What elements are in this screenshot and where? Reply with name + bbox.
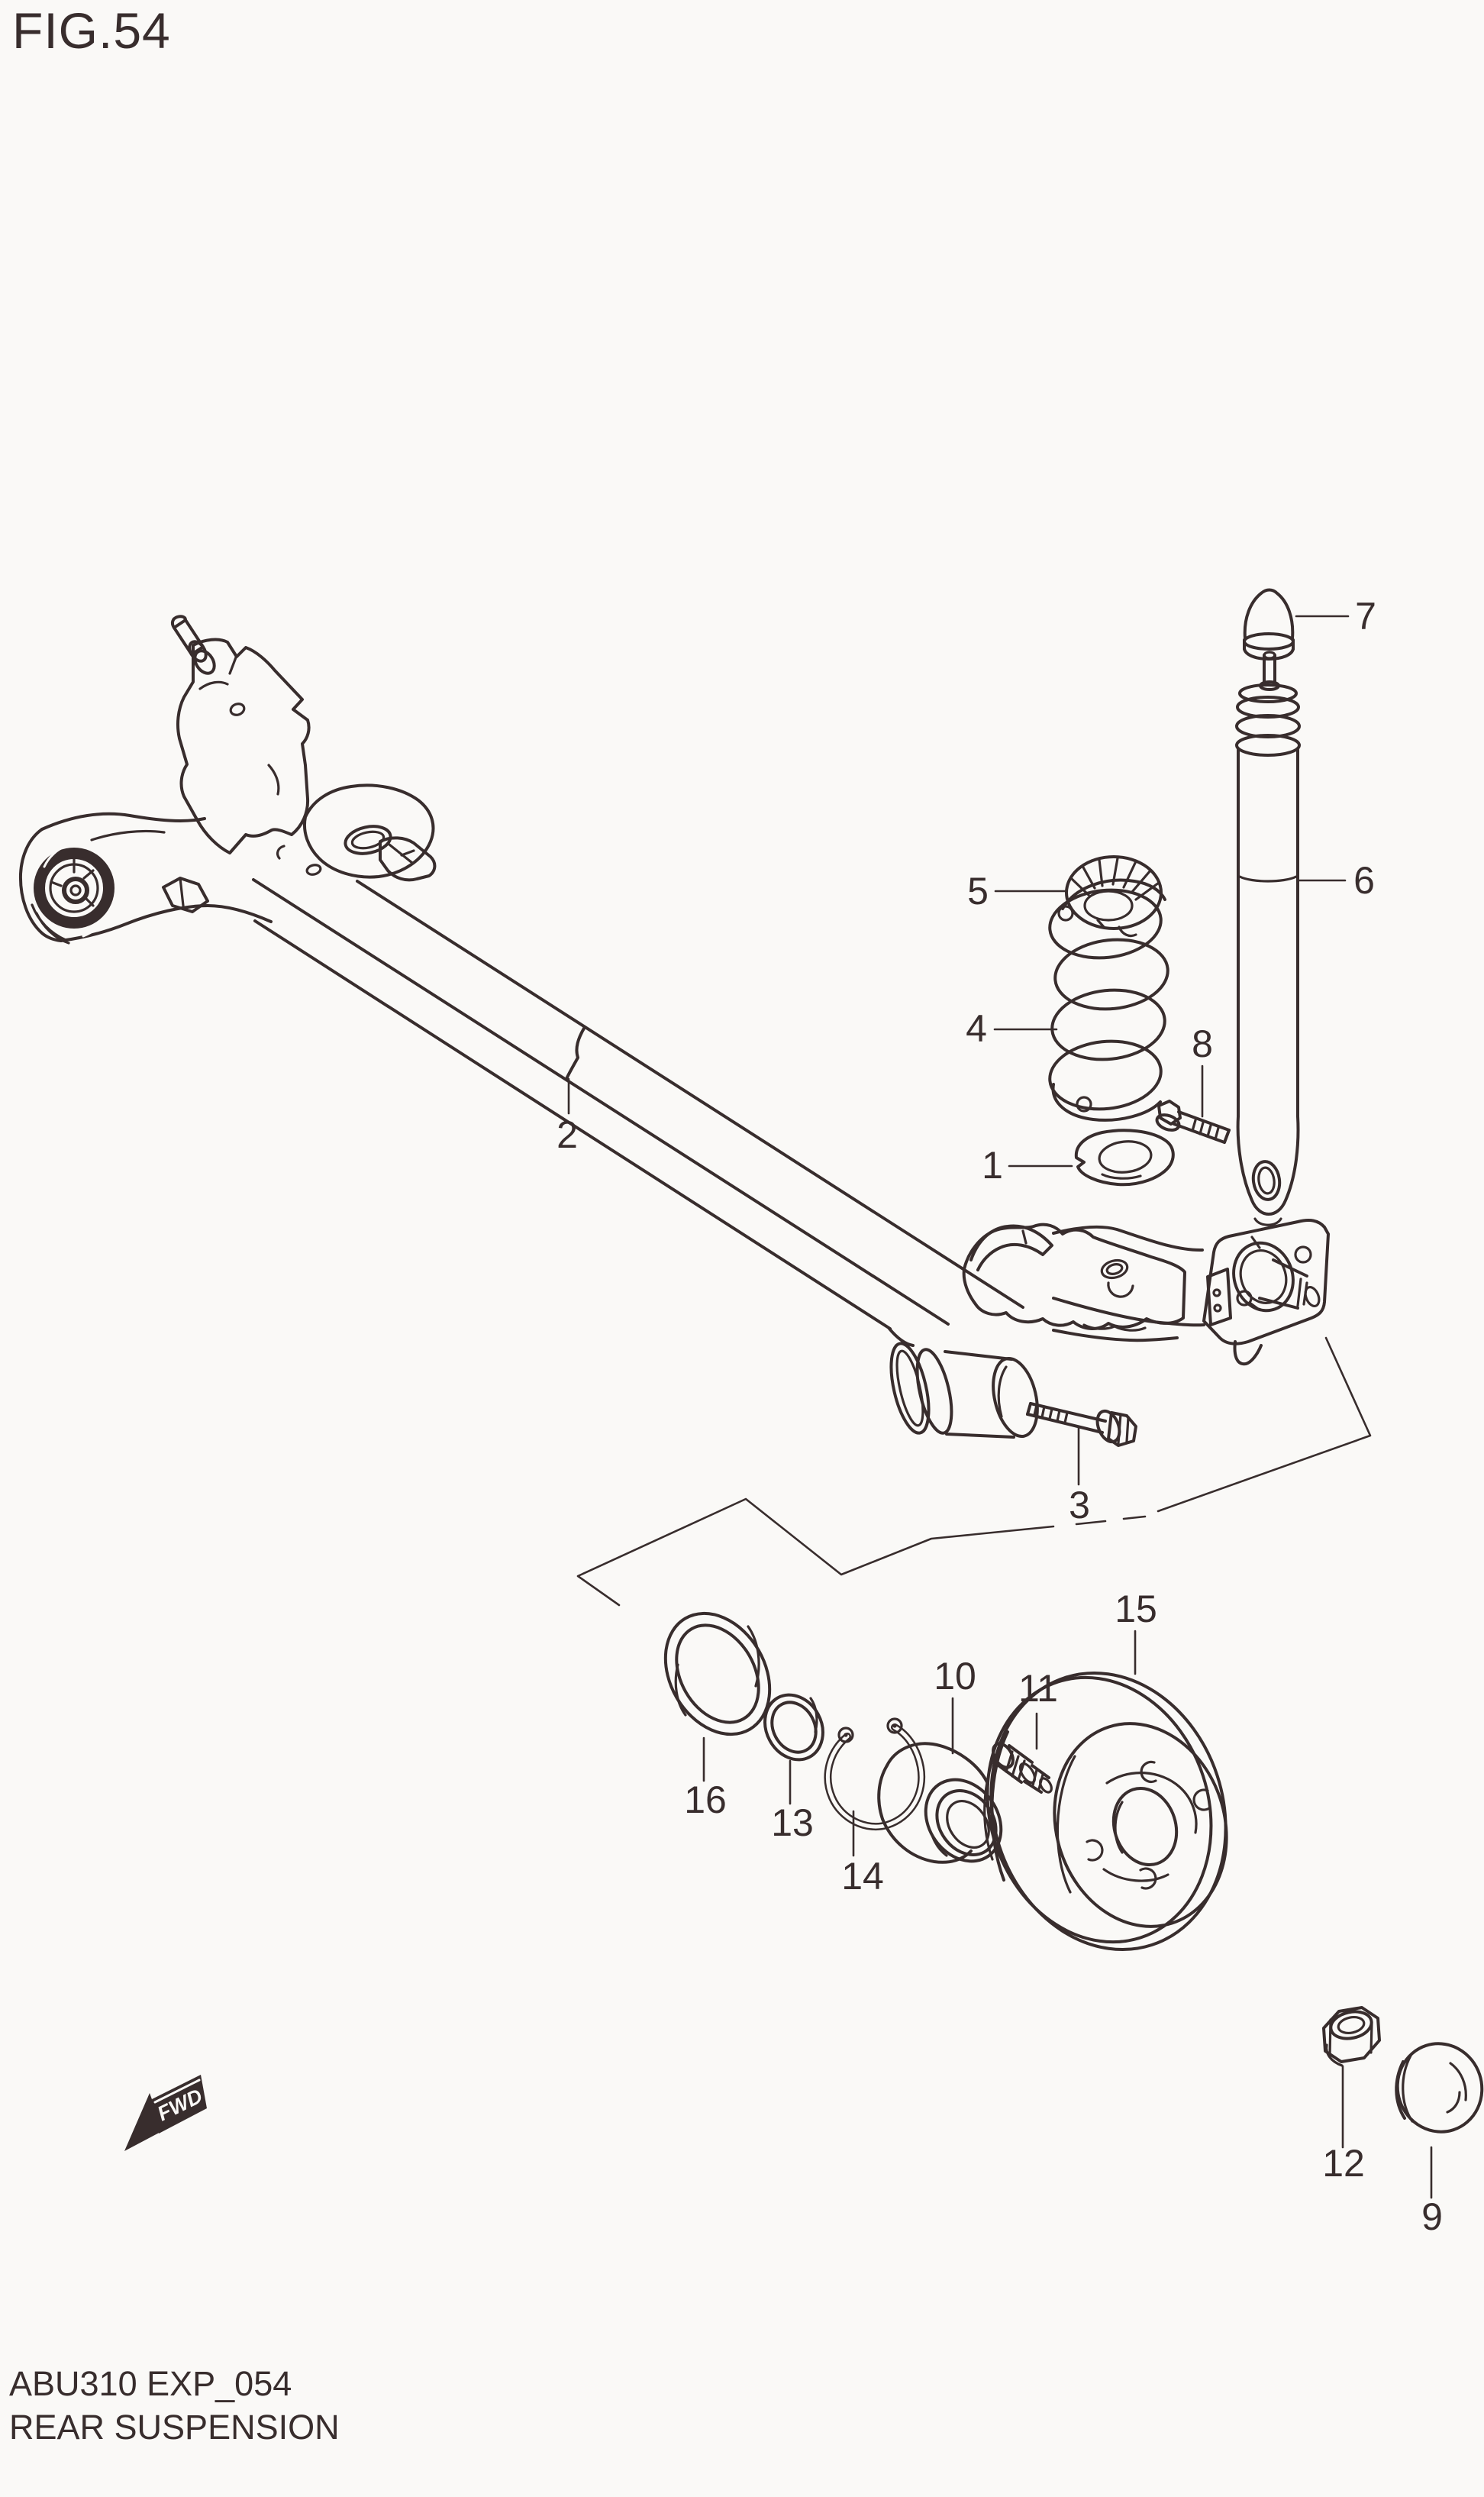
part-label-5: 5 <box>967 870 989 913</box>
figure-title: FIG.54 <box>12 2 171 59</box>
part-label-9: 9 <box>1421 2195 1443 2238</box>
hub-cap-drawing <box>1395 2042 1484 2134</box>
fwd-direction-marker: FWD <box>124 2075 207 2151</box>
left-bracket-drawing <box>170 615 435 879</box>
axle-beam-drawing <box>252 878 1024 1330</box>
cutaway-boundary-lines <box>576 1336 1372 1607</box>
grease-seal-drawing <box>663 1611 772 1736</box>
part-label-7: 7 <box>1355 595 1376 638</box>
spring-perch-bracket-drawing <box>962 1223 1205 1342</box>
figure-caption: REAR SUSPENSION <box>9 2407 340 2447</box>
part-label-8: 8 <box>1192 1022 1213 1065</box>
part-label-3: 3 <box>1069 1484 1090 1526</box>
part-label-6: 6 <box>1353 859 1375 902</box>
part-label-4: 4 <box>966 1007 987 1050</box>
part-label-16: 16 <box>684 1778 727 1821</box>
axle-nut-drawing <box>1322 2006 1381 2067</box>
arm-sleeve-drawing <box>888 1327 1039 1439</box>
part-label-2: 2 <box>556 1113 578 1156</box>
snap-ring-drawing <box>824 1717 926 1831</box>
part-label-10: 10 <box>934 1655 976 1698</box>
part-label-15: 15 <box>1115 1588 1157 1630</box>
arm-bolt-drawing <box>1026 1402 1137 1447</box>
part-label-1: 1 <box>982 1144 1003 1187</box>
shock-absorber-drawing <box>1235 588 1301 1226</box>
upper-spring-seat-drawing <box>1065 855 1163 938</box>
part-label-11: 11 <box>1018 1667 1058 1710</box>
trailing-arm-left-drawing <box>18 812 437 942</box>
brake-drum-drawing <box>983 1671 1228 1952</box>
coil-spring-drawing <box>1048 878 1169 1122</box>
figure-footer: ABU310 EXP_054 REAR SUSPENSION <box>9 2363 340 2449</box>
part-label-12: 12 <box>1322 2142 1365 2185</box>
beam-bushing-drawing <box>31 844 115 945</box>
shock-bolt-drawing <box>1155 1100 1231 1144</box>
lower-spring-seat-drawing <box>1074 1129 1175 1187</box>
wheel-stud-drawing <box>992 1742 1053 1794</box>
spindle-backing-plate-drawing <box>1202 1219 1330 1366</box>
callouts: 1 2 3 4 5 6 7 8 9 10 11 12 13 <box>556 595 1443 2238</box>
part-label-13: 13 <box>771 1801 814 1844</box>
part-label-14: 14 <box>841 1855 884 1898</box>
figure-code: ABU310 EXP_054 <box>9 2364 292 2403</box>
spacer-ring-drawing <box>763 1693 824 1762</box>
